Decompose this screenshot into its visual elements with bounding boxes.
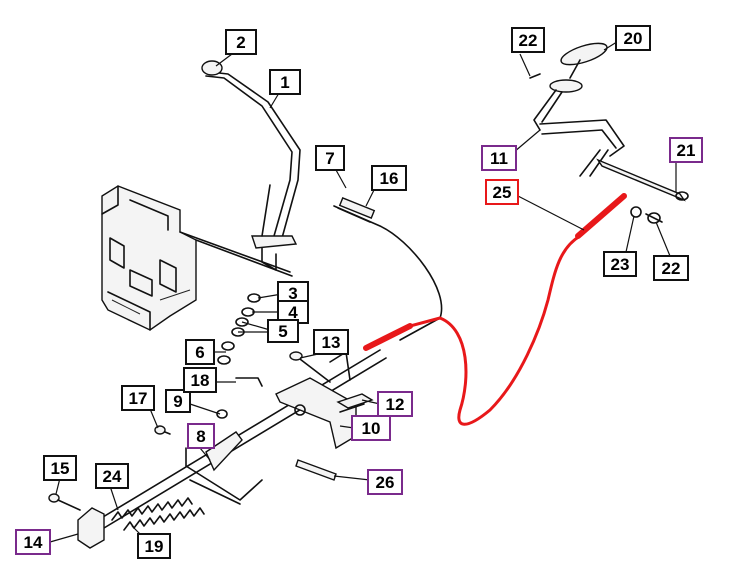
callout-label: 2 (236, 33, 245, 52)
callout-12: 12 (377, 391, 413, 417)
callout-label: 25 (493, 183, 512, 202)
callout-label: 23 (611, 255, 630, 274)
callout-26: 26 (367, 469, 403, 495)
callout-label: 22 (519, 31, 538, 50)
callout-label: 16 (380, 169, 399, 188)
callout-label: 14 (24, 533, 43, 552)
callout-label: 15 (51, 459, 70, 478)
callout-25: 25 (485, 179, 519, 205)
highlighted-cable-25 (371, 198, 622, 426)
callout-22-top: 22 (511, 27, 545, 53)
callout-label: 24 (103, 467, 122, 486)
callout-8: 8 (187, 423, 215, 449)
callout-24: 24 (95, 463, 129, 489)
callout-13: 13 (313, 329, 349, 355)
cable-25-end-upper (575, 193, 627, 239)
callout-label: 7 (325, 149, 334, 168)
callout-18: 18 (183, 367, 217, 393)
callout-4: 4 (277, 300, 309, 324)
callout-label: 13 (322, 333, 341, 352)
callout-label: 18 (191, 371, 210, 390)
callout-2: 2 (225, 29, 257, 55)
callout-9: 9 (165, 389, 191, 413)
callout-15: 15 (43, 455, 77, 481)
callout-label: 10 (362, 419, 381, 438)
washer-stack (217, 293, 261, 365)
callout-10: 10 (351, 415, 391, 441)
callout-label: 12 (386, 395, 405, 414)
callout-label: 6 (195, 343, 204, 362)
callout-label: 26 (376, 473, 395, 492)
callout-label: 11 (490, 149, 508, 168)
callout-label: 8 (196, 427, 205, 446)
bracket-10 (275, 377, 374, 450)
pedal-assembly (529, 42, 689, 224)
shift-lever (201, 60, 301, 271)
callout-label: 17 (129, 389, 148, 408)
callout-22-bottom: 22 (653, 255, 689, 281)
callout-20: 20 (615, 25, 651, 51)
callout-label: 21 (677, 141, 696, 160)
callout-label: 9 (173, 392, 182, 411)
bolt-13 (289, 351, 331, 383)
callout-14: 14 (15, 529, 51, 555)
callout-label: 4 (288, 303, 298, 322)
callout-5: 5 (267, 319, 299, 343)
cable-25-end-lower (363, 323, 413, 351)
callout-label: 19 (145, 537, 164, 556)
callout-19: 19 (137, 533, 171, 559)
leader-lines (49, 39, 677, 543)
callout-17: 17 (121, 385, 155, 411)
bracket-14 (48, 493, 105, 549)
callout-23: 23 (603, 251, 637, 277)
callout-1: 1 (269, 69, 301, 95)
pin-26 (295, 459, 337, 481)
callout-label: 22 (662, 259, 681, 278)
callout-label: 3 (288, 284, 297, 303)
callout-6: 6 (185, 339, 215, 365)
callout-7: 7 (315, 145, 345, 171)
callout-16: 16 (371, 165, 407, 191)
spring-19 (123, 507, 205, 531)
callout-label: 1 (280, 73, 289, 92)
callout-label: 20 (624, 29, 643, 48)
upper-cable (333, 197, 443, 341)
callout-21: 21 (669, 137, 703, 163)
frame-housing (101, 185, 293, 331)
callout-11: 11 (481, 145, 517, 171)
callout-label: 5 (278, 322, 287, 341)
spring-24 (111, 497, 193, 521)
